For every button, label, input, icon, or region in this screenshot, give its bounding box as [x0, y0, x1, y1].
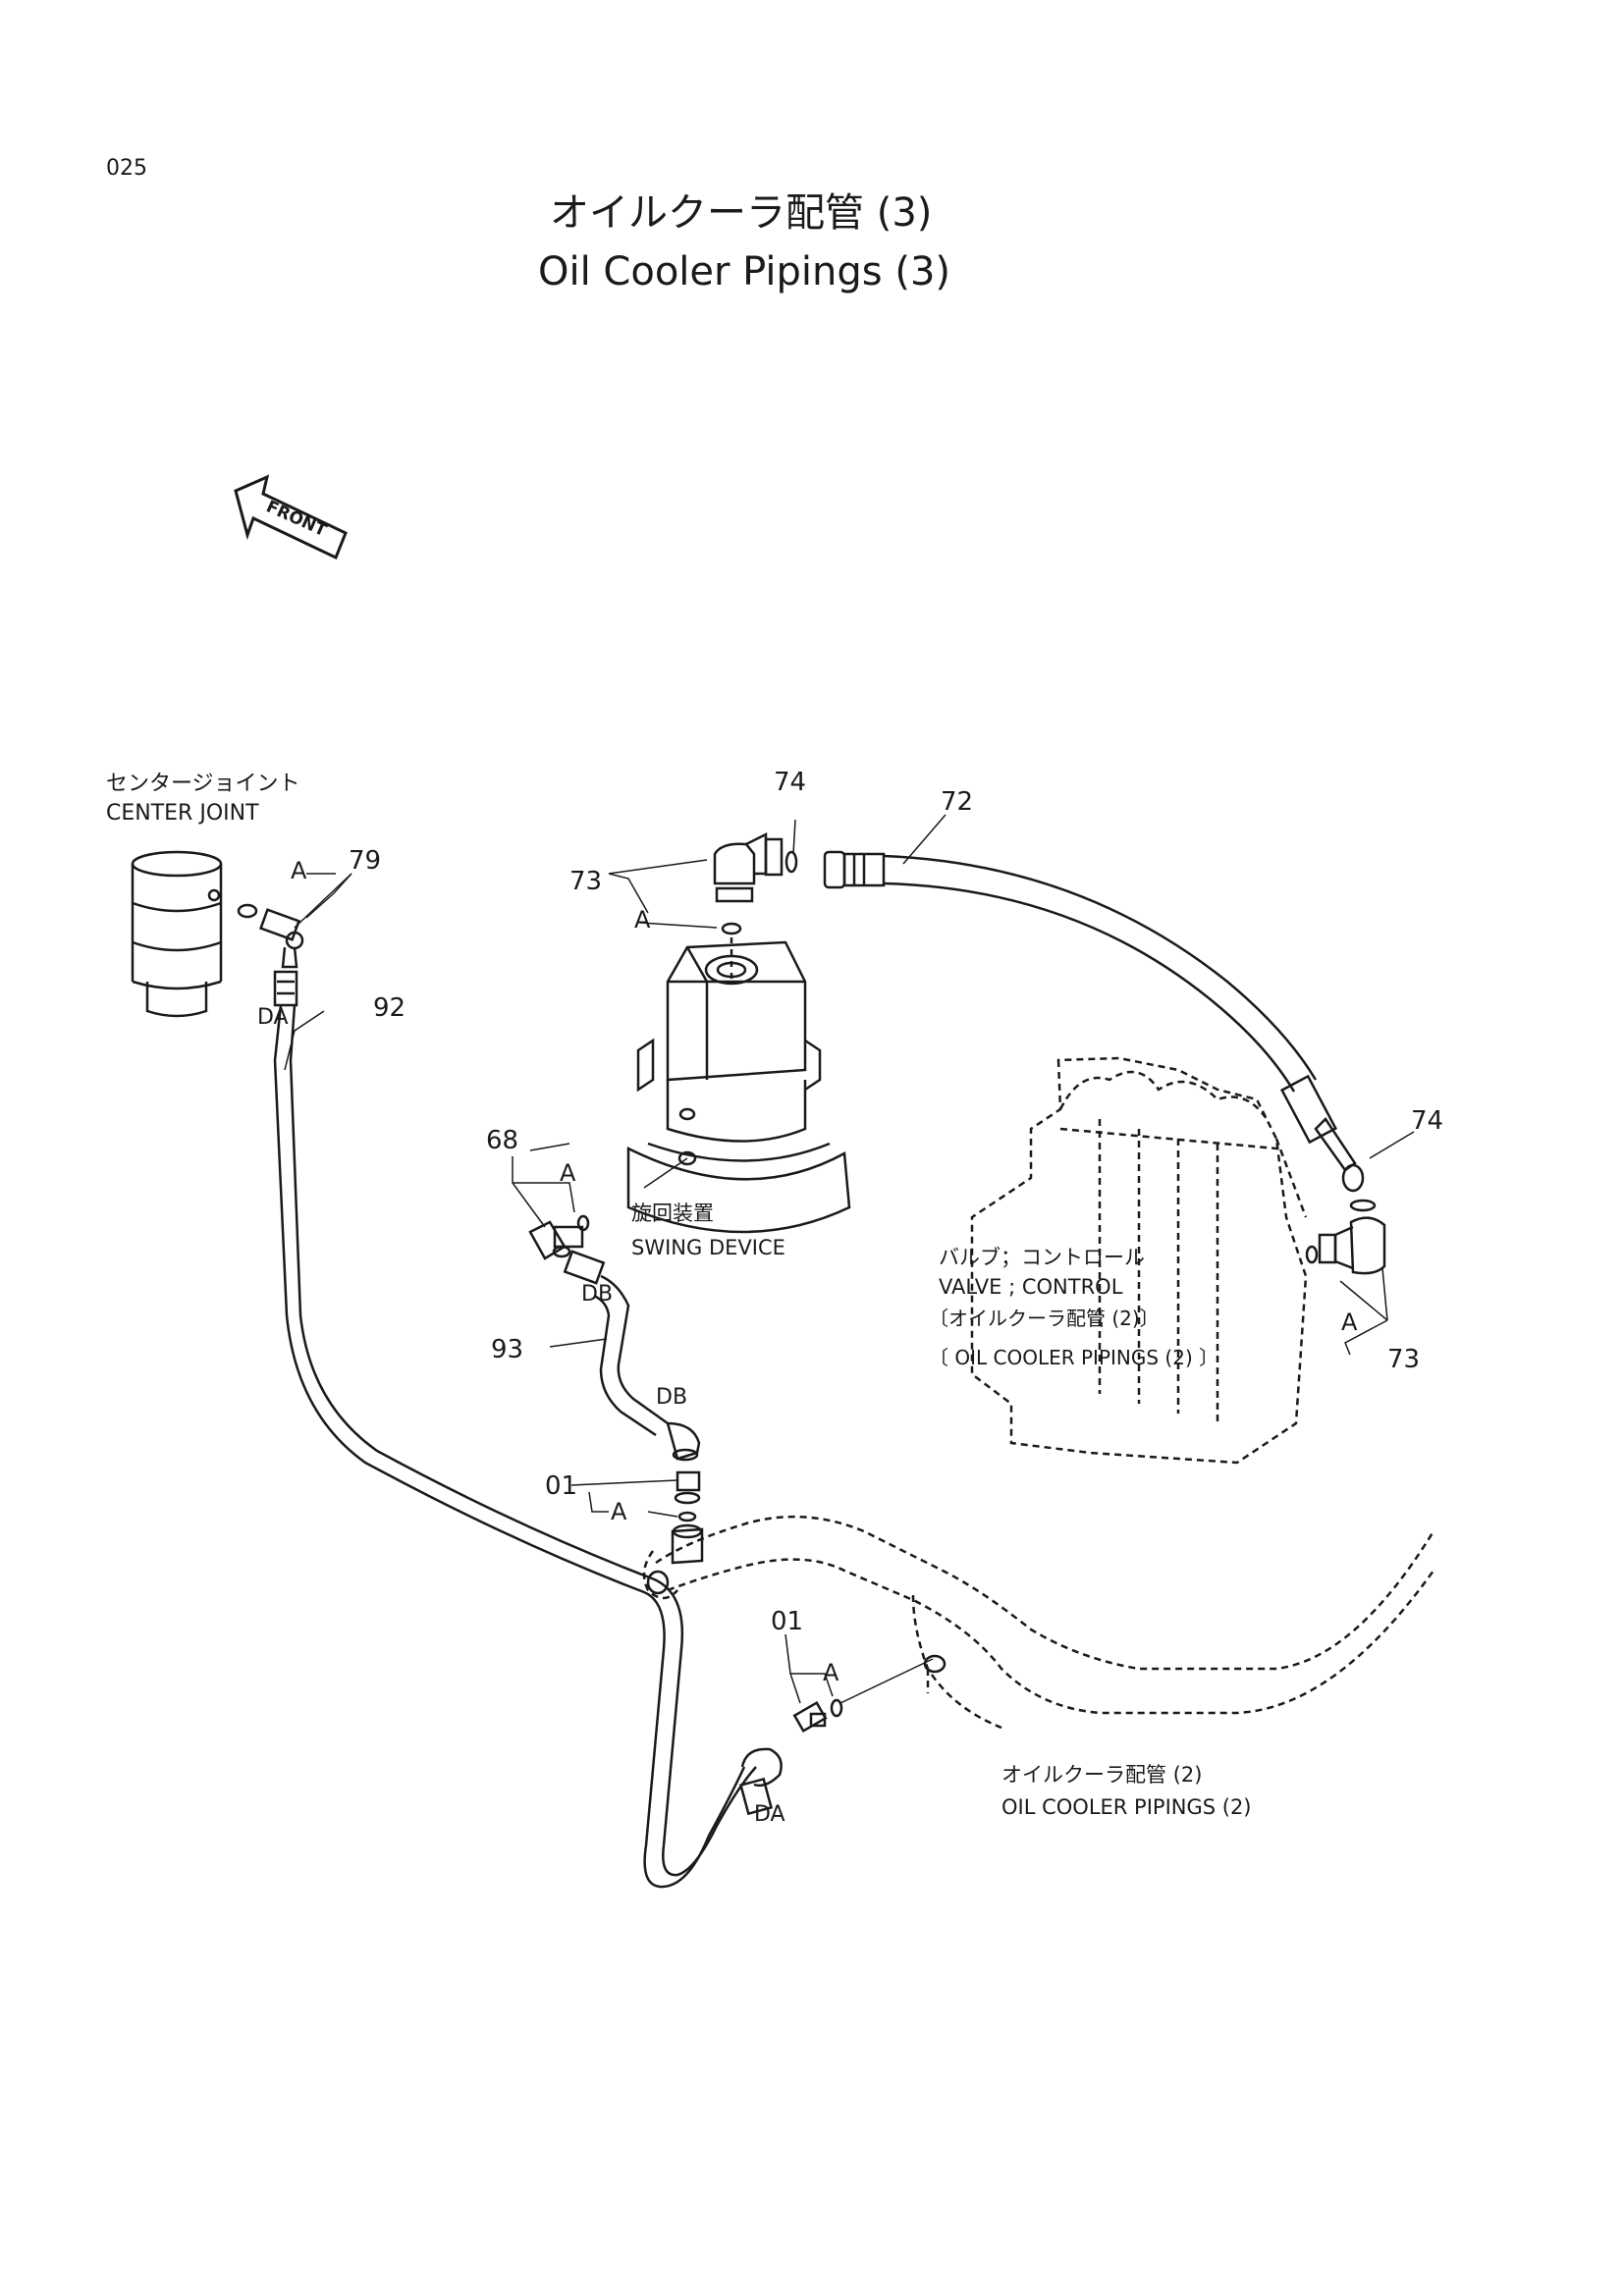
callout-73-left: 73	[569, 867, 602, 896]
pipings2-label-en: OIL COOLER PIPINGS (2)	[1001, 1795, 1252, 1819]
leader-lines	[284, 814, 1415, 1704]
marker-db-lower: DB	[656, 1385, 687, 1410]
marker-a-68: A	[560, 1159, 576, 1187]
swing-device-label-en: SWING DEVICE	[631, 1236, 785, 1259]
callout-74-right: 74	[1411, 1106, 1443, 1136]
oil-cooler-pipings-2-outline	[642, 1515, 1435, 1730]
marker-a-73-left: A	[634, 906, 651, 934]
control-valve-ref-en: 〔 OIL COOLER PIPINGS (2) 〕	[929, 1346, 1218, 1369]
front-arrow-icon: FRONT	[234, 474, 348, 561]
callout-93: 93	[491, 1335, 523, 1364]
control-valve-label-en: VALVE ; CONTROL	[939, 1275, 1123, 1299]
marker-a-73-right: A	[1341, 1308, 1358, 1336]
callout-01-lower: 01	[771, 1607, 803, 1636]
title-japanese: オイルクーラ配管 (3)	[550, 190, 932, 236]
marker-da-bottom: DA	[754, 1802, 785, 1827]
swing-device-body	[626, 940, 851, 1234]
drawing	[131, 814, 1435, 1889]
control-valve-label-jp: バルブ；コントロール	[939, 1246, 1145, 1269]
center-joint-label-en: CENTER JOINT	[106, 801, 259, 826]
elbow-79	[259, 908, 304, 969]
marker-a-01-lower: A	[823, 1659, 839, 1686]
title-english: Oil Cooler Pipings (3)	[538, 249, 950, 294]
callout-73-right: 73	[1387, 1345, 1420, 1374]
marker-da-top: DA	[257, 1005, 289, 1030]
fitting-01-lower	[792, 1698, 843, 1734]
callout-72: 72	[941, 787, 973, 817]
swing-device-label-jp: 旋回装置	[631, 1201, 714, 1225]
center-joint-body	[131, 850, 223, 1018]
marker-a-79: A	[291, 857, 307, 884]
center-joint-label-jp: センタージョイント	[106, 772, 300, 796]
control-valve-outline	[970, 1056, 1308, 1465]
marker-db-upper: DB	[581, 1282, 613, 1307]
callout-01-upper: 01	[545, 1471, 577, 1501]
fitting-01-upper	[674, 1470, 701, 1522]
marker-a-01-upper: A	[611, 1498, 627, 1525]
hose-93	[563, 1250, 701, 1462]
callout-79: 79	[349, 846, 381, 876]
hose-72	[823, 850, 1365, 1193]
control-valve-ref-jp: 〔オイルクーラ配管 (2)〕	[929, 1307, 1160, 1330]
callout-74-top: 74	[774, 768, 806, 797]
callout-92: 92	[373, 993, 406, 1023]
pipings2-label-jp: オイルクーラ配管 (2)	[1001, 1763, 1202, 1787]
page-number: 025	[106, 156, 147, 181]
elbow-73-right	[1318, 1216, 1386, 1275]
callout-68: 68	[486, 1126, 518, 1155]
elbow-73-left	[713, 831, 784, 903]
